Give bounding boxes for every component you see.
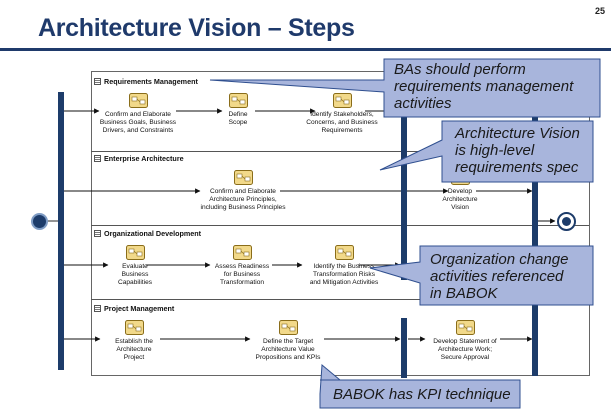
callout-line: Architecture Vision [455,125,580,142]
callout-requirements-management: BAs should perform requirements manageme… [394,61,573,112]
task-icon [233,170,253,185]
task-label-line: Architecture [116,346,152,353]
task-label-line: Architecture Value [261,346,315,353]
task-label-line: Propositions and KPIs [255,354,321,361]
sync-bar [401,318,407,378]
task-label-line: Scope [228,119,248,126]
task-label-line: Evaluate [122,263,148,270]
task-evaluate-business-capabilities: Evaluate Business Capabilities [110,245,160,287]
slide-title: Architecture Vision – Steps [38,14,355,42]
task-label-line: Develop Statement of [433,338,497,345]
task-label-line: Architecture [442,196,478,203]
task-label-line: Transformation Risks [312,271,376,278]
task-label-line: Capabilities [117,279,153,286]
task-label-line: Business Goals, Business [99,119,177,126]
callout-bubble-requirements [209,58,601,118]
task-icon [125,245,145,260]
callout-line: Organization change [430,251,569,268]
task-label-line: Drivers, and Constraints [102,127,174,134]
lane-label: Requirements Management [104,77,198,86]
task-label-line: Project [123,354,145,361]
task-confirm-architecture-principles: Confirm and Elaborate Architecture Princ… [190,170,296,212]
lane-icon [94,155,101,162]
task-label-line: and Mitigation Activities [309,279,379,286]
task-icon [128,93,148,108]
lane-requirements-management: Requirements Management [94,77,198,86]
callout-line: activities [394,95,452,112]
end-node [557,212,576,231]
callout-line: is high-level [455,142,535,159]
task-label-line: Develop [447,188,473,195]
task-establish-architecture-project: Establish the Architecture Project [104,320,164,362]
task-label-line: Requirements [321,127,363,134]
lane-label: Project Management [104,304,175,313]
callout-architecture-vision: Architecture Vision is high-level requir… [455,125,580,176]
task-label-line: Define the Target [262,338,314,345]
task-label-line: Identify Stakeholders, [310,111,374,118]
task-label-line: Assess Readiness [214,263,270,270]
task-develop-statement-of-work: Develop Statement of Architecture Work; … [425,320,505,362]
task-label-line: Confirm and Elaborate [105,111,171,118]
task-define-target-value-propositions: Define the Target Architecture Value Pro… [246,320,330,362]
task-label-line: Confirm and Elaborate [210,188,276,195]
task-icon [332,93,352,108]
callout-line: activities referenced [430,268,564,285]
callout-line: requirements spec [455,159,579,176]
lane-organizational-development: Organizational Development [94,229,201,238]
callout-line: BAs should perform [394,61,526,78]
task-label-line: Concerns, and Business [306,119,378,126]
task-label-line: Vision [451,204,469,211]
task-identify-stakeholders: Identify Stakeholders, Concerns, and Bus… [298,93,386,135]
task-identify-transformation-risks: Identify the Business Transformation Ris… [298,245,390,287]
task-label-line: Architecture Work; [437,346,493,353]
task-label-line: Identify the Business [313,263,375,270]
callout-bubble-kpi [319,363,521,409]
task-icon [334,245,354,260]
callout-line: requirements management [394,78,574,95]
fork-bar [58,92,64,370]
callout-bubble-vision [379,120,594,183]
start-node [31,213,48,230]
lane-icon [94,305,101,312]
task-icon [455,320,475,335]
callout-bubble-org-change [369,245,594,306]
task-label-line: including Business Principles [200,204,286,211]
callout-line: in BABOK [430,285,498,302]
lane-divider [91,299,589,300]
sync-bar [401,103,407,280]
join-bar [532,94,538,376]
callout-kpi-technique: BABOK has KPI technique [333,386,511,403]
task-define-scope: Define Scope [213,93,263,127]
task-label-line: Business [121,271,149,278]
lane-label: Enterprise Architecture [104,154,184,163]
task-icon [278,320,298,335]
callout-organization-change: Organization change activities reference… [430,251,568,302]
task-label-line: for Business [223,271,261,278]
lane-enterprise-architecture: Enterprise Architecture [94,154,184,163]
task-icon [228,93,248,108]
lane-icon [94,78,101,85]
slide-number: 25 [594,6,605,16]
task-label-line: Establish the [115,338,153,345]
lane-divider [91,225,589,226]
task-confirm-business-goals: Confirm and Elaborate Business Goals, Bu… [98,93,178,135]
task-icon [124,320,144,335]
task-label-line: Architecture Principles, [209,196,277,203]
lane-divider [91,151,589,152]
callout-line: BABOK has KPI technique [333,386,511,403]
task-assess-readiness: Assess Readiness for Business Transforma… [205,245,279,287]
task-label-line: Transformation [219,279,265,286]
task-icon [232,245,252,260]
lane-project-management: Project Management [94,304,174,313]
task-label-line: Define [228,111,248,118]
title-underline [0,48,611,51]
lane-label: Organizational Development [104,229,202,238]
task-label-line: Secure Approval [440,354,490,361]
lane-icon [94,230,101,237]
